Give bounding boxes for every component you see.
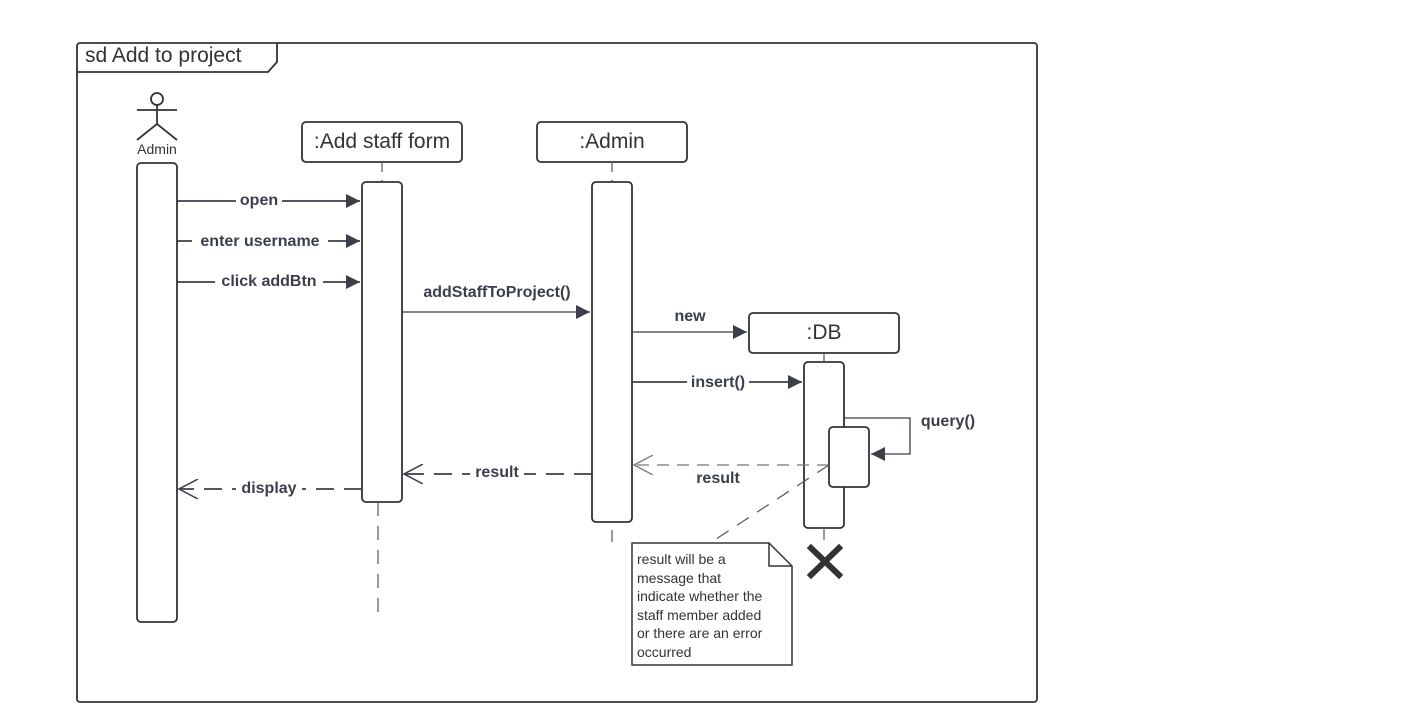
message-result-db-label: result — [696, 470, 740, 487]
lifeline-admin-name: :Admin — [579, 130, 644, 153]
db-nested-activation-bar — [828, 426, 870, 488]
lifeline-form-name: :Add staff form — [314, 130, 450, 153]
frame-title: sd Add to project — [85, 44, 242, 67]
message-add-staff-label: addStaffToProject() — [423, 284, 570, 301]
note-line: or there are an error — [637, 625, 763, 641]
message-insert-label: insert() — [691, 374, 745, 391]
message-query-arrow — [844, 417, 911, 461]
frame-title-tab — [77, 43, 278, 73]
form-activation-bar — [361, 181, 403, 503]
note-line: staff member added — [637, 607, 761, 623]
message-new-label: new — [674, 308, 706, 325]
admin-activation-bar — [591, 181, 633, 523]
actor-activation-bar — [136, 162, 178, 623]
message-click-addbtn-label: click addBtn — [221, 273, 316, 290]
note-line: message that — [637, 570, 721, 586]
actor-name: Admin — [137, 141, 177, 157]
lifeline-db-name: :DB — [806, 321, 841, 344]
sequence-frame — [76, 42, 1038, 703]
destroy-x-icon — [806, 543, 844, 580]
message-query-label: query() — [921, 413, 975, 430]
message-open-label: open — [240, 192, 278, 209]
note-line: result will be a — [637, 551, 726, 567]
actor-stick-figure-icon — [136, 92, 178, 141]
note-box — [631, 542, 793, 666]
message-result-admin-label: result — [475, 464, 519, 481]
note-line: occurred — [637, 644, 691, 660]
message-display-label: display — [241, 480, 296, 497]
note-line: indicate whether the — [637, 588, 763, 604]
message-enter-username-label: enter username — [200, 233, 319, 250]
note-fold-corner — [768, 543, 792, 567]
